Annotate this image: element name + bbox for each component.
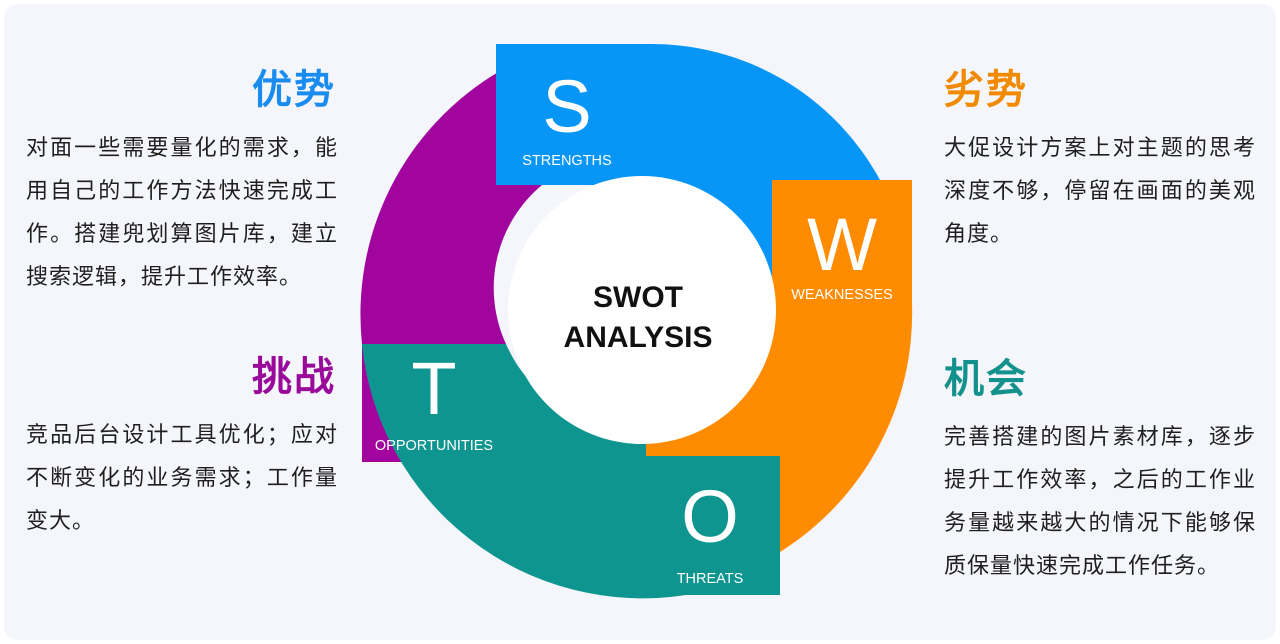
label-threats: THREATS [677,571,744,587]
strengths-block: 优势 对面一些需要量化的需求，能用自己的工作方法快速完成工作。搭建兜划算图片库，… [26,70,338,299]
strengths-description: 对面一些需要量化的需求，能用自己的工作方法快速完成工作。搭建兜划算图片库，建立搜… [26,136,338,290]
label-strengths: STRENGTHS [522,153,611,169]
segment-o [362,344,780,599]
swot-canvas: S W T O STRENGTHS WEAKNESSES OPPORTUNITI… [4,4,1276,640]
center-title-line1: SWOT [593,281,683,314]
opportunities-description: 完善搭建的图片素材库，逐步提升工作效率，之后的工作业务量越来越大的情况下能够保质… [944,425,1256,579]
letter-t: T [411,347,456,430]
weaknesses-description: 大促设计方案上对主题的思考深度不够，停留在画面的美观角度。 [944,136,1256,247]
opportunities-title: 机会 [944,356,1028,402]
label-opportunities: OPPORTUNITIES [375,438,493,454]
opportunities-block: 机会 完善搭建的图片素材库，逐步提升工作效率，之后的工作业务量越来越大的情况下能… [944,359,1256,588]
center-title-line2: ANALYSIS [564,321,713,354]
swot-diagram: S W T O STRENGTHS WEAKNESSES OPPORTUNITI… [360,43,913,599]
letter-o: O [681,475,739,558]
challenges-title: 挑战 [252,354,336,400]
weaknesses-block: 劣势 大促设计方案上对主题的思考深度不够，停留在画面的美观角度。 [944,70,1256,256]
segment-s [496,43,880,304]
center-circle [508,176,776,444]
letter-w: W [807,203,877,286]
segment-w [646,180,913,552]
label-weaknesses: WEAKNESSES [791,287,893,303]
challenges-block: 挑战 竞品后台设计工具优化；应对不断变化的业务需求；工作量变大。 [26,357,338,543]
challenges-description: 竞品后台设计工具优化；应对不断变化的业务需求；工作量变大。 [26,423,338,534]
strengths-title: 优势 [252,67,336,113]
weaknesses-title: 劣势 [944,67,1028,113]
letter-s: S [542,65,591,148]
